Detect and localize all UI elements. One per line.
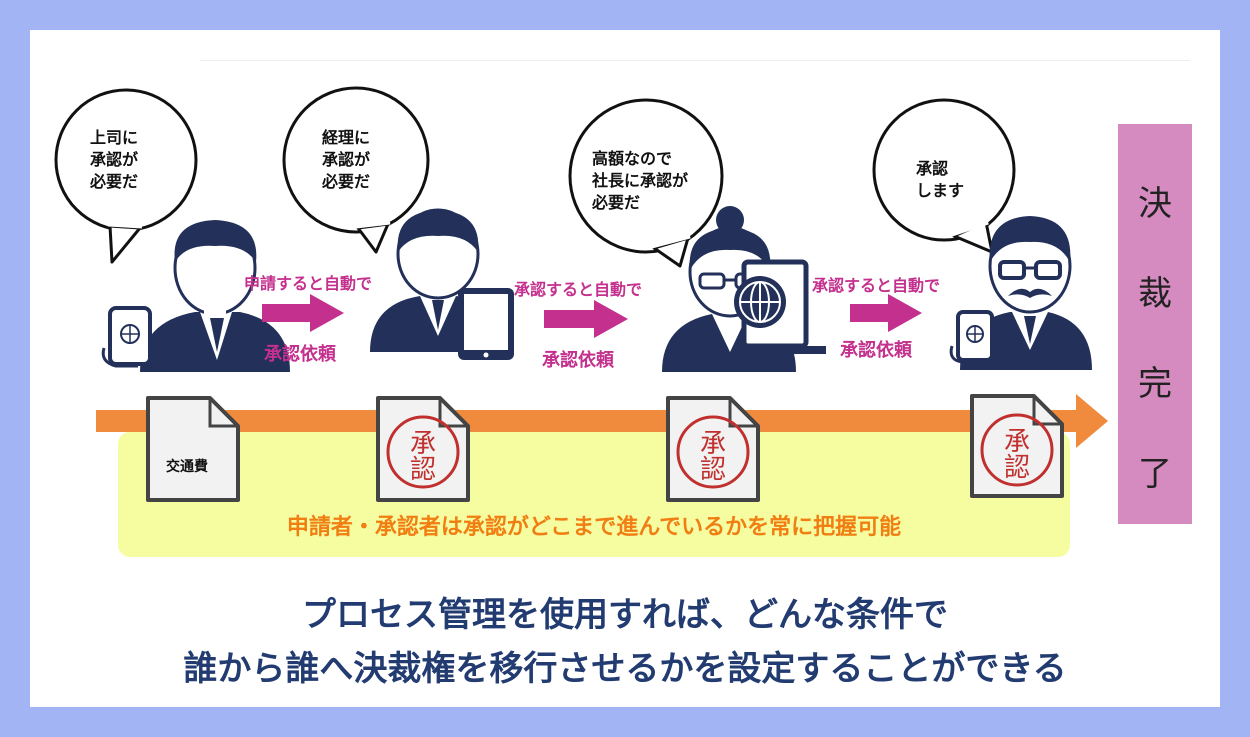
speech-bubble-3 [568, 98, 724, 268]
bubble-text-2: 経理に 承認が 必要だ [322, 128, 371, 191]
footer-line-1: プロセス管理を使用すれば、どんな条件で [302, 595, 948, 635]
stamp-char: 承 [410, 429, 436, 459]
approval-stamp-icon: 承 認 [386, 415, 460, 489]
kessai-char: 完 [1138, 364, 1172, 404]
kessai-char: 裁 [1138, 274, 1172, 314]
bubble-text-3: 高額なので 社長に承認が 必要だ [592, 149, 689, 212]
flow-arrow-1 [262, 294, 344, 332]
status-bar: 申請者・承認者は承認がどこまで進んでいるかを常に把握可能 [118, 432, 1070, 557]
stamp-char: 承 [1004, 427, 1030, 457]
kessai-complete-box: 決 裁 完 了 [1118, 124, 1192, 524]
flow-label-bottom-1: 承認依頼 [264, 344, 336, 365]
smartphone-icon [949, 310, 994, 364]
laptop-globe-icon [734, 259, 826, 354]
stamp-char: 承 [700, 429, 726, 459]
flow-arrow-3 [850, 294, 922, 332]
flow-label-bottom-2: 承認依頼 [542, 350, 614, 371]
smartphone-icon [101, 306, 152, 368]
speech-bubble-1 [54, 88, 198, 264]
flow-arrow-2 [544, 300, 628, 338]
kessai-char: 了 [1138, 454, 1172, 494]
footer-line-2: 誰から誰へ決裁権を移行させるかを設定することができる [183, 649, 1067, 689]
document-icon [970, 394, 1064, 498]
tablet-icon [458, 288, 514, 360]
flow-label-bottom-3: 承認依頼 [840, 340, 912, 361]
approval-stamp-icon: 承 認 [980, 413, 1054, 487]
approval-stamp-icon: 承 認 [676, 415, 750, 489]
flow-label-top-3: 承認すると自動で [812, 276, 941, 295]
status-text: 申請者・承認者は承認がどこまで進んでいるかを常に把握可能 [286, 515, 902, 540]
document-label: 交通費 [166, 459, 208, 475]
divider [200, 60, 1190, 61]
bubble-text-4: 承認 します [916, 159, 965, 200]
applicant-person [140, 220, 290, 372]
stamp-char: 認 [700, 455, 726, 485]
stamp-char: 認 [410, 455, 436, 485]
bubble-text-1: 上司に 承認が 必要だ [90, 128, 139, 191]
flow-label-top-2: 承認すると自動で [514, 280, 643, 299]
footer-caption: プロセス管理を使用すれば、どんな条件で 誰から誰へ決裁権を移行させるかを設定する… [30, 588, 1220, 696]
speech-bubble-2 [282, 86, 430, 254]
flow-label-top-1: 申請すると自動で [244, 274, 373, 293]
speech-bubble-4 [872, 98, 1016, 254]
timeline-arrow [96, 394, 1108, 448]
kessai-char: 決 [1138, 184, 1172, 224]
document-icon [146, 396, 240, 502]
stamp-char: 認 [1004, 453, 1030, 483]
